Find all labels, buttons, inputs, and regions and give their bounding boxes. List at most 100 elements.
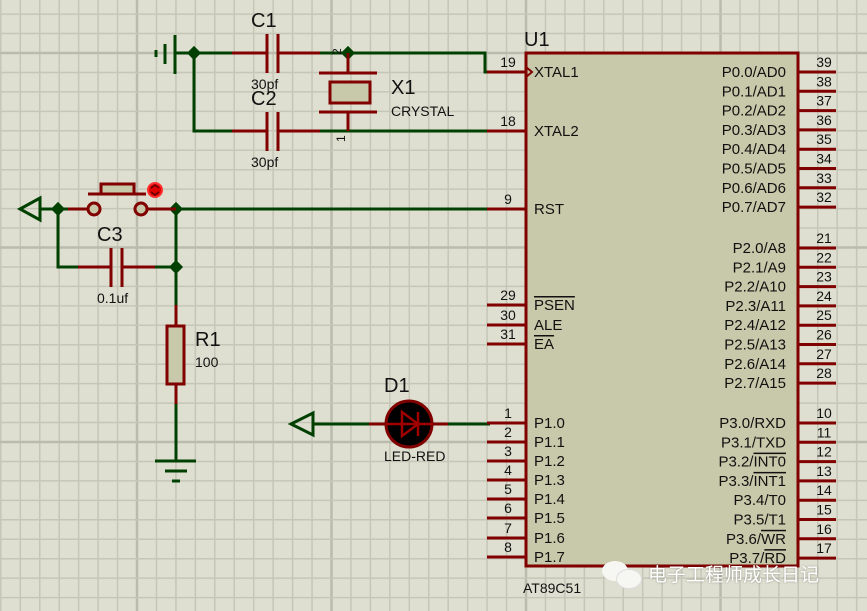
pin-number: 19 [500, 54, 516, 70]
pin-number: 17 [816, 540, 832, 556]
pin-number: 16 [816, 521, 832, 537]
pushbutton-rst[interactable] [68, 182, 176, 217]
pin-name: P3.3/INT1 [718, 473, 786, 490]
pin-number: 32 [816, 189, 832, 205]
u1-part: AT89C51 [523, 580, 581, 596]
wechat-icon [602, 560, 642, 589]
d1-value: LED-RED [384, 448, 445, 464]
capacitor-c1[interactable]: C1 30pf [232, 10, 320, 92]
c3-ref: C3 [97, 224, 123, 246]
pin-number: 2 [504, 424, 512, 440]
u1-pin-5[interactable]: 5P1.4 [487, 481, 565, 508]
pin-name: P0.2/AD2 [722, 103, 786, 120]
pin-number: 12 [816, 444, 832, 460]
resistor-r1[interactable]: R1 100 [165, 305, 221, 404]
pin-number: 1 [504, 405, 512, 421]
pin-name: P3.2/INT0 [718, 454, 786, 471]
c3-value: 0.1uf [97, 290, 128, 306]
x1-pin1: 1 [334, 135, 348, 142]
terminal-led-left[interactable] [287, 410, 315, 438]
u1-pin-3[interactable]: 3P1.2 [487, 443, 565, 470]
u1-pin-8[interactable]: 8P1.7 [487, 539, 565, 566]
u1-pin-6[interactable]: 6P1.5 [487, 500, 565, 527]
pin-number: 3 [504, 443, 512, 459]
u1-left-pins: 19XTAL118XTAL29RST29PSEN30ALE31EA1P1.02P… [487, 54, 579, 566]
crystal-x1[interactable]: 2 1 X1 CRYSTAL [319, 48, 454, 142]
pin-name: P0.1/AD1 [722, 83, 786, 100]
pin-number: 28 [816, 365, 832, 381]
ground-symbol-bottom[interactable] [155, 459, 196, 483]
pin-number: 15 [816, 502, 832, 518]
pin-name: P1.5 [534, 510, 565, 527]
pin-name: P0.3/AD3 [722, 122, 786, 139]
pin-name: P2.2/A10 [724, 279, 786, 296]
pin-number: 18 [500, 113, 516, 129]
pin-name: XTAL1 [534, 64, 579, 81]
pin-number: 9 [504, 191, 512, 207]
clock-marker-icon [525, 66, 534, 78]
pin-name: P3.5/T1 [733, 512, 786, 529]
terminal-rst-left[interactable] [16, 195, 42, 223]
u1-pin-4[interactable]: 4P1.3 [487, 462, 565, 489]
led-d1[interactable]: D1 LED-RED [369, 375, 448, 464]
pin-number: 22 [816, 249, 832, 265]
pin-name: P1.7 [534, 549, 565, 566]
capacitor-c3[interactable]: C3 0.1uf [78, 224, 155, 306]
pin-name: P1.2 [534, 453, 565, 470]
x1-ref: X1 [391, 77, 415, 99]
pin-number: 30 [500, 307, 516, 323]
chip-u1[interactable]: U1 AT89C51 19XTAL118XTAL29RST29PSEN30ALE… [487, 29, 836, 596]
u1-pin-1[interactable]: 1P1.0 [487, 405, 565, 432]
pin-number: 38 [816, 73, 832, 89]
pin-number: 10 [816, 405, 832, 421]
button-actuator-icon[interactable] [147, 182, 163, 198]
u1-pin-7[interactable]: 7P1.6 [487, 520, 565, 547]
pin-name: P0.7/AD7 [722, 199, 786, 216]
capacitor-c2[interactable]: C2 30pf [232, 88, 320, 170]
pin-number: 26 [816, 327, 832, 343]
pin-number: 39 [816, 54, 832, 70]
ground-symbol-top[interactable] [154, 35, 177, 74]
pin-name: EA [534, 336, 554, 353]
pin-number: 11 [817, 424, 832, 440]
pin-name: P2.0/A8 [733, 240, 786, 257]
pin-name: P3.6/WR [726, 531, 786, 548]
c1-value: 30pf [251, 76, 278, 92]
pin-number: 36 [816, 112, 832, 128]
junction-dot [186, 45, 202, 61]
pin-name: ALE [534, 317, 562, 334]
pin-name: P2.6/A14 [724, 356, 786, 373]
u1-pin-2[interactable]: 2P1.1 [487, 424, 565, 451]
